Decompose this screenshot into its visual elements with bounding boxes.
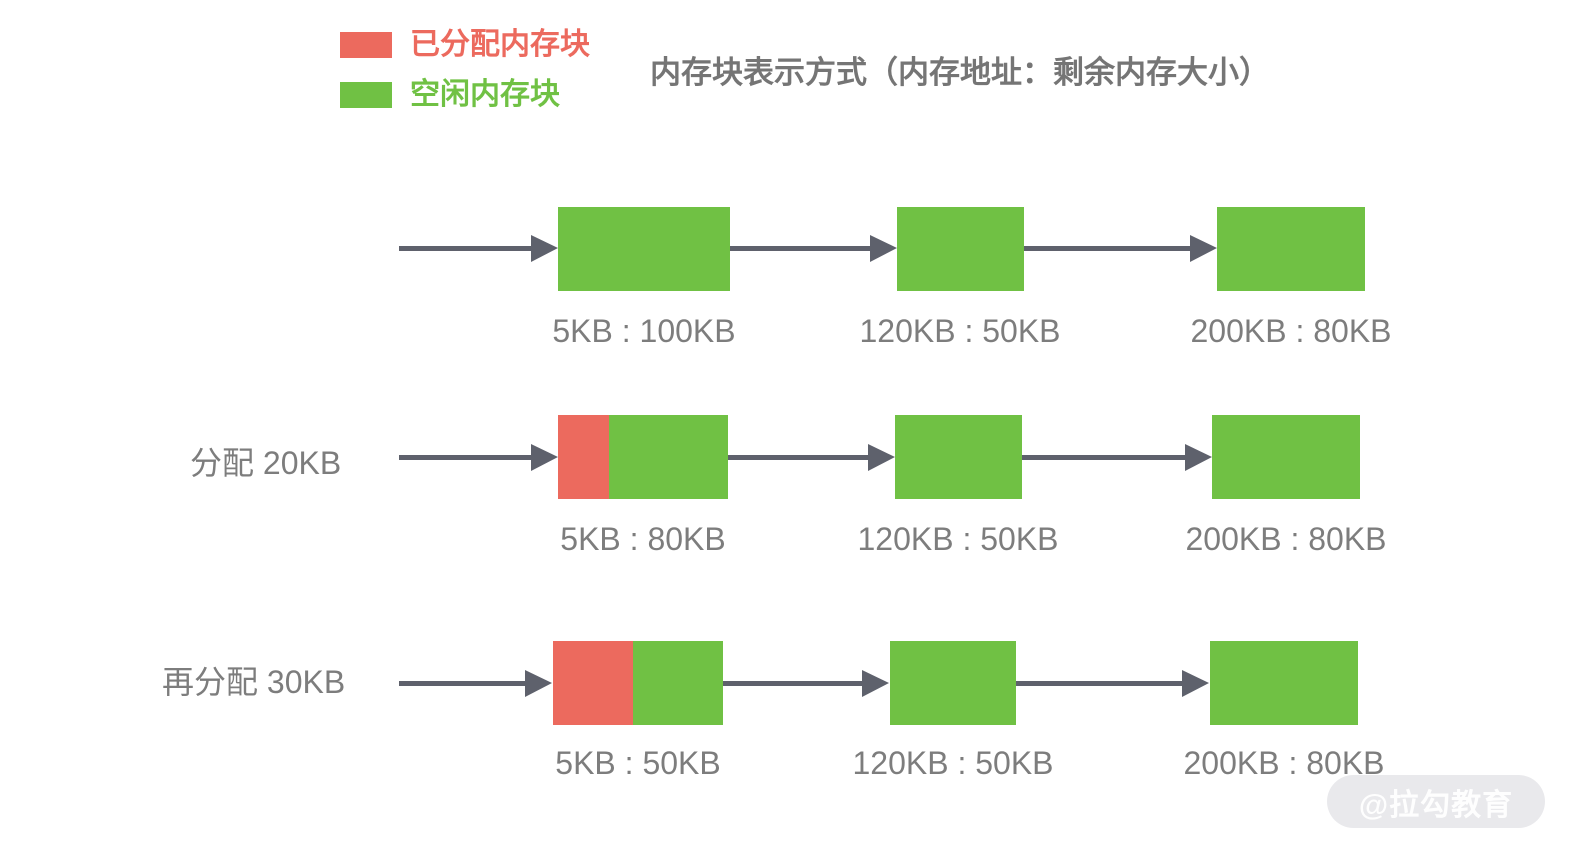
arrow-head-icon — [868, 444, 895, 471]
arrow-connector — [728, 444, 895, 471]
block-label: 5KB : 50KB — [555, 745, 721, 781]
arrow-connector — [1022, 444, 1212, 471]
arrow-line — [728, 455, 869, 460]
arrow-connector — [399, 444, 558, 471]
arrow-connector — [730, 235, 897, 262]
allocation-step-label: 分配 20KB — [190, 445, 342, 481]
memory-block — [1210, 641, 1358, 725]
arrow-line — [1016, 681, 1183, 686]
diagram-title: 内存块表示方式（内存地址：剩余内存大小） — [650, 55, 1270, 90]
arrow-line — [399, 246, 532, 251]
arrow-line — [1024, 246, 1191, 251]
block-label: 200KB : 80KB — [1183, 745, 1385, 781]
legend-allocated-label: 已分配内存块 — [410, 28, 590, 61]
arrow-head-icon — [1185, 444, 1212, 471]
arrow-head-icon — [525, 670, 552, 697]
memory-block — [558, 207, 730, 291]
arrow-head-icon — [531, 444, 558, 471]
block-label: 5KB : 80KB — [560, 521, 726, 557]
arrow-head-icon — [862, 670, 889, 697]
memory-block — [1217, 207, 1365, 291]
arrow-connector — [1016, 670, 1209, 697]
watermark-badge: @拉勾教育 — [1327, 775, 1545, 828]
arrow-line — [399, 455, 532, 460]
arrow-connector — [399, 670, 552, 697]
memory-block — [1212, 415, 1360, 499]
memory-block — [553, 641, 723, 725]
allocated-segment — [553, 641, 633, 725]
allocated-swatch-icon — [340, 32, 392, 58]
free-swatch-icon — [340, 82, 392, 108]
arrow-head-icon — [870, 235, 897, 262]
arrow-head-icon — [531, 235, 558, 262]
memory-block — [890, 641, 1016, 725]
block-label: 120KB : 50KB — [857, 521, 1059, 557]
arrow-head-icon — [1190, 235, 1217, 262]
arrow-line — [730, 246, 871, 251]
memory-block — [895, 415, 1022, 499]
memory-block — [897, 207, 1024, 291]
arrow-connector — [723, 670, 889, 697]
arrow-connector — [1024, 235, 1217, 262]
arrow-line — [399, 681, 526, 686]
allocated-segment — [558, 415, 609, 499]
legend-free-label: 空闲内存块 — [410, 78, 560, 111]
arrow-line — [723, 681, 863, 686]
arrow-connector — [399, 235, 558, 262]
memory-block — [558, 415, 728, 499]
block-label: 120KB : 50KB — [852, 745, 1054, 781]
block-label: 200KB : 80KB — [1190, 313, 1392, 349]
block-label: 5KB : 100KB — [552, 313, 736, 349]
allocation-step-label: 再分配 30KB — [162, 664, 346, 700]
block-label: 200KB : 80KB — [1185, 521, 1387, 557]
block-label: 120KB : 50KB — [859, 313, 1061, 349]
arrow-head-icon — [1182, 670, 1209, 697]
arrow-line — [1022, 455, 1186, 460]
